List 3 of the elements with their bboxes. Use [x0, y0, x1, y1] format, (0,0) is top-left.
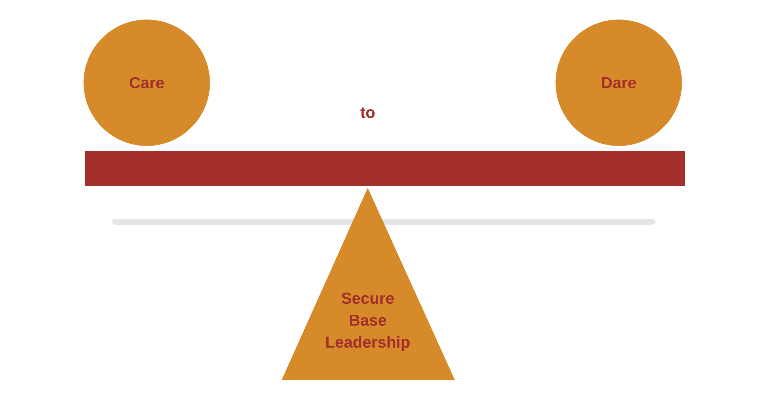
beam-bar: [85, 151, 685, 186]
fulcrum-triangle: Secure Base Leadership: [282, 188, 455, 380]
word-label: to: [360, 108, 375, 118]
